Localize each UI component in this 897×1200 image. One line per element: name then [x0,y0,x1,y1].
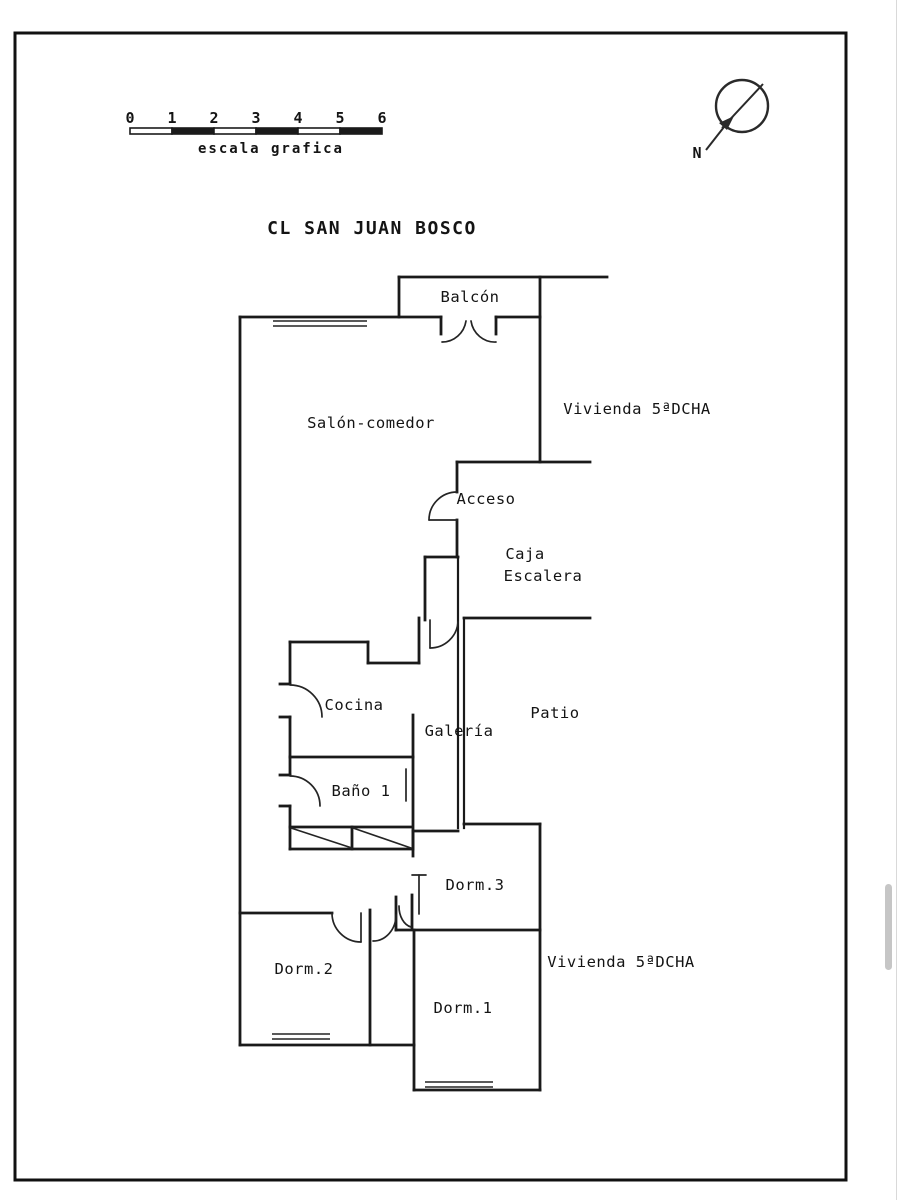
label-stairwell-1: Caja [505,545,544,563]
closet-diagonal-2 [352,827,412,849]
label-stairwell-2: Escalera [504,567,583,585]
label-bath: Baño 1 [332,782,391,800]
street-name-label: CL SAN JUAN BOSCO [267,218,477,239]
hall-door-arc-right [372,914,397,942]
windows [272,320,493,1088]
access-door-arc [428,491,458,521]
label-bedroom3: Dorm.3 [446,876,505,894]
scale-tick-0: 0 [125,109,134,127]
scale-tick-4: 4 [293,109,302,127]
bath-door-arc [289,775,321,807]
scale-tick-6: 6 [377,109,386,127]
north-arrowhead-icon [719,116,734,130]
kitchen-door-arc [289,684,323,718]
drawing-border-frame [13,31,848,1182]
scrollbar-thumb[interactable] [885,884,892,970]
bedroom3-door-arc [398,905,412,928]
graphic-scale-bar: 0 1 2 3 4 5 6 escala grafica [125,109,386,157]
closet-diagonal-1 [290,827,353,849]
scale-tick-2: 2 [209,109,218,127]
gallery-door-arc [429,621,459,649]
label-dwelling-bottom: Vivienda 5ªDCHA [547,953,695,971]
hall-door-arc-left [331,912,362,943]
north-arrow: N [692,78,770,162]
room-labels: Balcón Salón-comedor Vivienda 5ªDCHA Acc… [275,288,711,1017]
scale-bar-segments [129,127,383,135]
label-bedroom2: Dorm.2 [275,960,334,978]
label-patio: Patio [530,704,579,722]
walls [238,275,609,1092]
label-balcony: Balcón [441,288,500,306]
label-kitchen: Cocina [325,696,384,714]
label-access: Acceso [457,490,516,508]
scale-tick-5: 5 [335,109,344,127]
doors [289,320,497,943]
balcony-door-arc-right [470,320,497,343]
label-living: Salón-comedor [307,414,435,432]
balcony-door-arc-left [441,320,467,343]
label-dwelling-top: Vivienda 5ªDCHA [563,400,711,418]
label-gallery: Galería [425,722,494,740]
north-circle-icon [714,78,770,134]
scale-tick-1: 1 [167,109,176,127]
scale-tick-3: 3 [251,109,260,127]
scale-bar-caption: escala grafica [198,141,344,157]
north-arrow-shaft [705,126,725,151]
label-bedroom1: Dorm.1 [434,999,493,1017]
north-label: N [692,144,701,162]
